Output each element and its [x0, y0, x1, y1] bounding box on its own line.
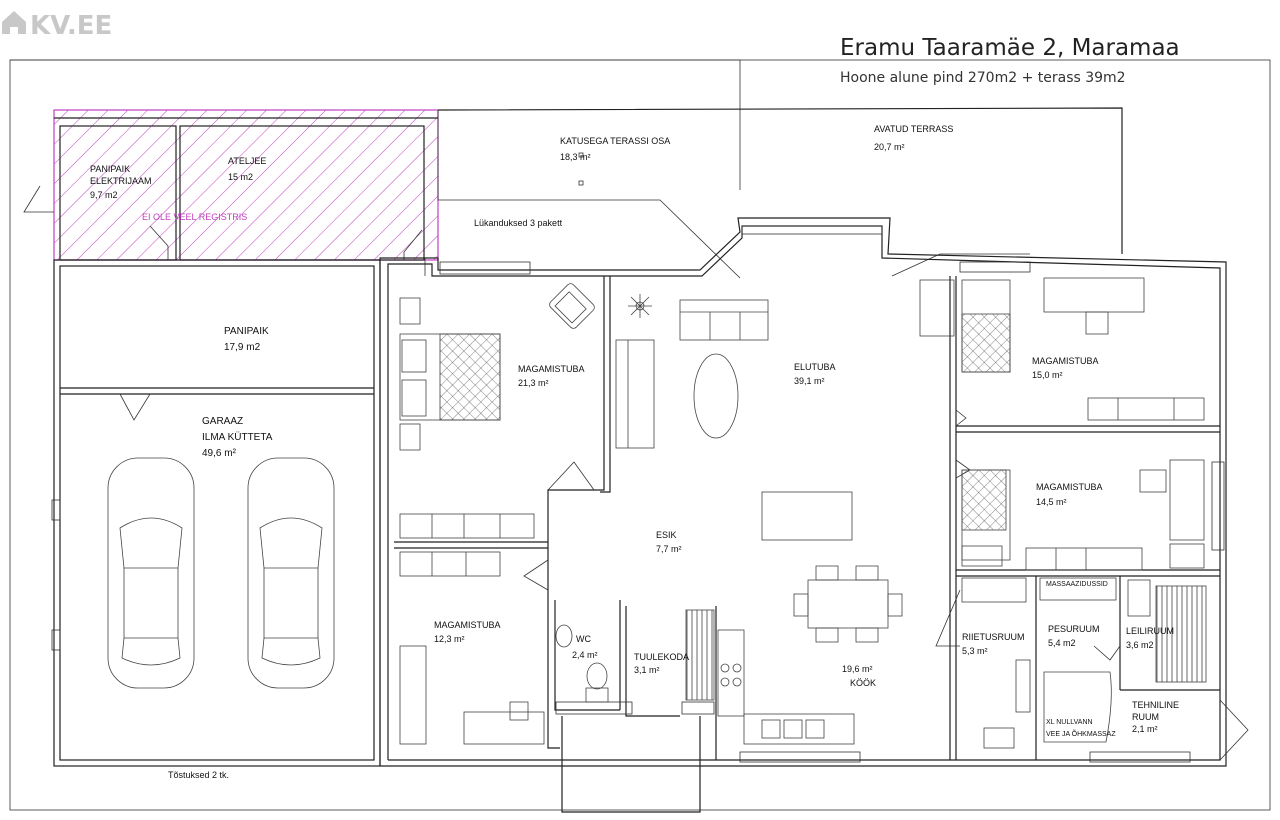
armchair-icon — [549, 283, 595, 329]
room-area: 17,9 m2 — [224, 342, 261, 353]
fixture-note: VEE JA ÕHKMASSAZ — [1046, 729, 1116, 738]
sauna-bench — [1155, 585, 1207, 683]
room-area: 5,3 m² — [962, 646, 988, 656]
room-area: 5,4 m2 — [1048, 638, 1076, 648]
room-area: 49,6 m² — [202, 448, 237, 459]
room-name: ELEKTRIJAAM — [90, 176, 152, 186]
sliding-door-swing — [437, 110, 741, 279]
room-name: TEHNILINE — [1132, 700, 1179, 710]
bedroom-d-furniture — [399, 551, 545, 745]
room-area: 9,7 m2 — [90, 190, 118, 200]
site-notch — [10, 59, 741, 112]
dining-table — [807, 579, 889, 629]
chair-icon — [509, 701, 529, 721]
room-name: WC — [576, 634, 591, 644]
bedroom-a-furniture — [399, 283, 595, 539]
room-name: MAGAMISTUBA — [434, 620, 501, 630]
logo: KV.EE — [2, 11, 112, 41]
car-icon — [247, 457, 335, 689]
registry-note: EI OLE VEEL REGISTRIS — [142, 212, 247, 222]
room-area: 2,1 m² — [1132, 724, 1158, 734]
room-note: MASSAAZIDUSSID — [1046, 581, 1108, 588]
room-area: 3,1 m² — [634, 665, 660, 675]
room-name: ATELJEE — [228, 156, 266, 166]
toilet-icon — [586, 662, 608, 690]
terrace-post — [578, 152, 584, 158]
living-room-furniture — [615, 294, 853, 541]
room-name: RIIETUSRUUM — [962, 632, 1025, 642]
logo-text: KV.EE — [30, 11, 112, 41]
sink-icon — [983, 727, 1015, 749]
room-name: GARAAZ — [202, 416, 243, 427]
sliding-doors-note: Lükanduksed 3 pakett — [474, 218, 563, 228]
room-name: ELUTUBA — [794, 362, 836, 372]
kitchen-island — [761, 491, 853, 541]
sink-icon — [555, 624, 573, 648]
room-name: ILMA KÜTTETA — [202, 431, 273, 443]
chair-icon — [1139, 469, 1167, 493]
room-name: MAGAMISTUBA — [1032, 356, 1099, 366]
plan-title: Eramu Taaramäe 2, Maramaa — [840, 35, 1180, 61]
room-name: LEILIRUUM — [1126, 626, 1174, 636]
wet-room-fixtures — [961, 577, 1207, 749]
room-area: 2,4 m² — [572, 650, 598, 660]
closet — [685, 609, 715, 701]
house-icon — [2, 11, 26, 34]
room-area: 7,7 m² — [656, 544, 682, 554]
bedroom-b-furniture — [919, 277, 1205, 421]
room-area: 15 m2 — [228, 172, 253, 182]
room-area: 3,6 m2 — [1126, 640, 1154, 650]
garage-doors-note: Tõstuksed 2 tk. — [168, 770, 229, 780]
room-name: ESIK — [656, 530, 677, 540]
interior-walls — [394, 276, 1249, 813]
plan-subtitle: Hoone alune pind 270m2 + terass 39m2 — [840, 70, 1126, 86]
garage-block — [51, 259, 381, 767]
room-labels: PANIPAIK ELEKTRIJAAM 9,7 m2 ATELJEE 15 m… — [90, 124, 1179, 780]
room-area: 21,3 m² — [518, 378, 549, 388]
room-area: 19,6 m² — [842, 664, 873, 674]
terrace-outline — [437, 107, 1123, 254]
room-name: MAGAMISTUBA — [1036, 482, 1103, 492]
chair-icon — [1085, 311, 1109, 335]
room-name: PANIPAIK — [224, 326, 269, 337]
room-name: PANIPAIK — [90, 164, 130, 174]
bathtub-icon — [1043, 671, 1112, 743]
room-area: 14,5 m² — [1036, 497, 1067, 507]
house-walls — [379, 217, 1227, 767]
room-name: KATUSEGA TERASSI OSA — [560, 136, 670, 146]
terrace-post — [578, 180, 584, 186]
room-name: TUULEKODA — [634, 652, 689, 662]
room-area: 15,0 m² — [1032, 370, 1063, 380]
room-name: KÖÖK — [850, 678, 876, 688]
room-name: PESURUUM — [1048, 624, 1100, 634]
terrace-step — [891, 253, 1030, 277]
kitchen-furniture — [685, 565, 903, 745]
coffee-table — [693, 353, 739, 439]
wc-fixtures — [555, 624, 609, 703]
room-area: 18,3 m² — [560, 152, 591, 162]
annex-hatched-area — [23, 109, 439, 261]
car-icon — [107, 457, 195, 689]
bedroom-c-furniture — [961, 459, 1205, 571]
room-name: MAGAMISTUBA — [518, 364, 585, 374]
plant-icon — [628, 294, 652, 318]
room-name: RUUM — [1132, 712, 1159, 722]
room-name: AVATUD TERRASS — [874, 124, 953, 134]
room-area: 12,3 m² — [434, 634, 465, 644]
fixture-note: XL NULLVANN — [1046, 719, 1093, 726]
room-area: 20,7 m² — [874, 142, 905, 152]
room-area: 39,1 m² — [794, 376, 825, 386]
